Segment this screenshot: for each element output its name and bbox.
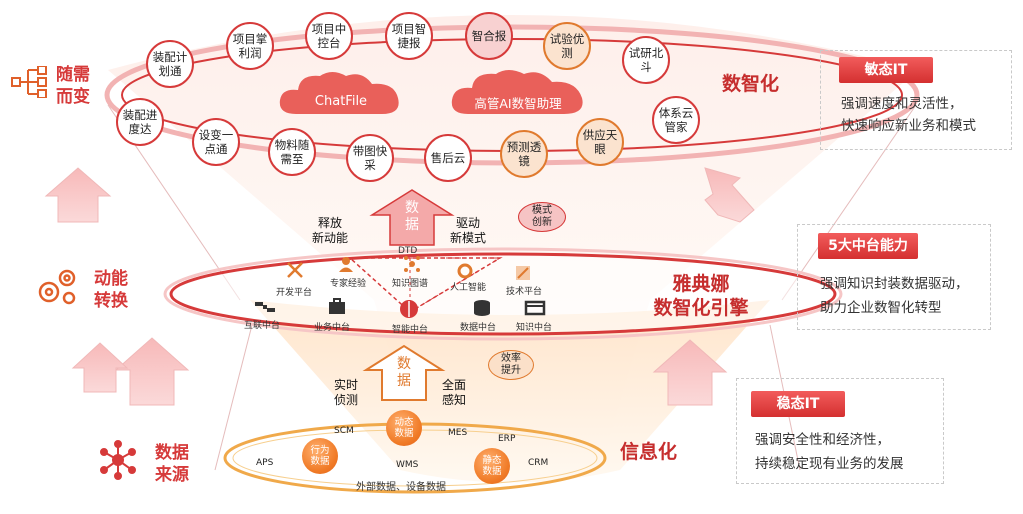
platform-label: 知识图谱 (392, 279, 429, 289)
bubble-app: 试验优测 (543, 22, 591, 70)
system-label: WMS (396, 460, 419, 470)
cloud-chatfile (279, 72, 399, 114)
lower-left-text: 实时侦测 (334, 378, 359, 407)
funnel-left-lower (214, 324, 253, 471)
platform-label: 业务中台 (314, 323, 351, 333)
cloud-chatfile-label: ChatFile (314, 94, 368, 109)
dtd-label: DTD (398, 246, 418, 256)
platform-label: 技术平台 (506, 287, 543, 297)
tech-platform-icon (516, 266, 530, 280)
bubble-app: 项目掌利润 (226, 22, 274, 70)
bubble-app: 体系云管家 (652, 96, 700, 144)
bubble-app: 试研北斗 (622, 36, 670, 84)
left-arrow-top (44, 167, 112, 223)
data-network-icon (100, 440, 136, 480)
upper-data-arrow (369, 189, 455, 246)
bubble-app: 售后云 (424, 134, 472, 182)
ai-gear-icon (457, 263, 473, 279)
upper-right-text: 驱动新模式 (450, 216, 487, 245)
cloud-ai-assistant (451, 70, 583, 114)
brain-icon (400, 300, 418, 318)
business-icon (329, 298, 345, 314)
platform-label: 开发平台 (276, 288, 313, 298)
system-label: MES (448, 428, 468, 438)
panel-desc-line: 强调安全性和经济性， (755, 432, 890, 448)
bubble-app: 供应天眼 (576, 118, 624, 166)
cloud-ai-assistant-label: 高管AI数智助理 (474, 96, 562, 111)
flow-branch-icon (11, 66, 47, 98)
orb-static-data: 静态数据 (474, 448, 510, 484)
platform-label: 数据中台 (460, 323, 497, 333)
lower-right-text: 全面感知 (442, 378, 467, 407)
left-label-on-demand: 随需而变 (56, 65, 90, 107)
bubble-app: 带图快采 (346, 134, 394, 182)
bubble-app: 设变一点通 (192, 118, 240, 166)
bubble-app: 装配进度达 (116, 98, 164, 146)
left-label-data-source: 数据来源 (155, 443, 189, 485)
bottom-data-text: 外部数据、设备数据 (356, 482, 446, 493)
bubble-app: 项目智捷报 (385, 12, 433, 60)
panel-desc-line: 持续稳定现有业务的发展 (755, 456, 904, 472)
panel-five-platforms: 5大中台能力 强调知识封装数据驱动， 助力企业数智化转型 (797, 224, 991, 330)
bubble-app: 预测透镜 (500, 130, 548, 178)
tag-efficiency-boost: 效率提升 (488, 350, 534, 380)
orb-behavior-data: 行为数据 (302, 438, 338, 474)
engine-ring-glow (163, 247, 843, 341)
wrench-icon (287, 262, 303, 278)
funnel-right-line (781, 104, 917, 301)
lower-data-arrow (362, 344, 446, 401)
left-label-momentum: 动能转换 (94, 269, 128, 311)
lower-glow (250, 300, 770, 483)
orb-dynamic-data: 动态数据 (386, 410, 422, 446)
platform-label: 互联中台 (244, 321, 281, 331)
lower-arrow-text: 数据 (397, 356, 411, 389)
panel-desc-line: 快速响应新业务和模式 (841, 118, 976, 134)
panel-desc-line: 强调知识封装数据驱动， (820, 276, 969, 292)
engine-triangle-2 (409, 257, 502, 313)
platform-label: 知识中台 (516, 323, 553, 333)
knowledge-graph-icon (404, 256, 420, 272)
system-label: APS (256, 458, 274, 468)
engine-triangle (348, 257, 503, 313)
system-label: SCM (334, 426, 354, 436)
bubble-app: 项目中控台 (305, 12, 353, 60)
connect-icon (255, 302, 275, 312)
system-label: ERP (498, 434, 516, 444)
right-arrow-top (704, 167, 755, 223)
platform-label: 专家经验 (330, 279, 367, 289)
platform-label: 智能中台 (392, 325, 429, 335)
tag-model-innovation: 模式创新 (518, 202, 566, 232)
left-arrow-bottom (114, 337, 190, 406)
expert-icon (339, 257, 353, 272)
system-label: CRM (528, 458, 549, 468)
panel-desc-line: 强调速度和灵活性， (841, 96, 963, 112)
gears-icon (38, 269, 76, 305)
knowledge-box-icon (524, 300, 546, 316)
panel-desc-line: 助力企业数智化转型 (820, 300, 942, 316)
left-arrow-mid (71, 342, 129, 393)
right-label-engine: 雅典娜数智化引擎 (653, 273, 749, 319)
panel-agile-it: 敏态IT 强调速度和灵活性， 快速响应新业务和模式 (820, 50, 1012, 150)
upper-left-text: 释放新动能 (312, 216, 349, 245)
bubble-app: 装配计划通 (146, 40, 194, 88)
panel-badge: 5大中台能力 (818, 233, 918, 259)
upper-arrow-text: 数据 (405, 200, 419, 233)
bubble-app: 物料随需至 (268, 128, 316, 176)
right-arrow-bottom (652, 339, 728, 406)
database-icon (474, 300, 490, 316)
panel-stable-it: 稳态IT 强调安全性和经济性， 持续稳定现有业务的发展 (736, 378, 944, 484)
right-label-digital-intelligence: 数智化 (722, 73, 780, 95)
panel-badge: 敏态IT (839, 57, 933, 83)
bubble-app: 智合报 (465, 12, 513, 60)
platform-label: 人工智能 (450, 283, 487, 293)
panel-badge: 稳态IT (751, 391, 845, 417)
right-label-informatization: 信息化 (620, 441, 678, 463)
